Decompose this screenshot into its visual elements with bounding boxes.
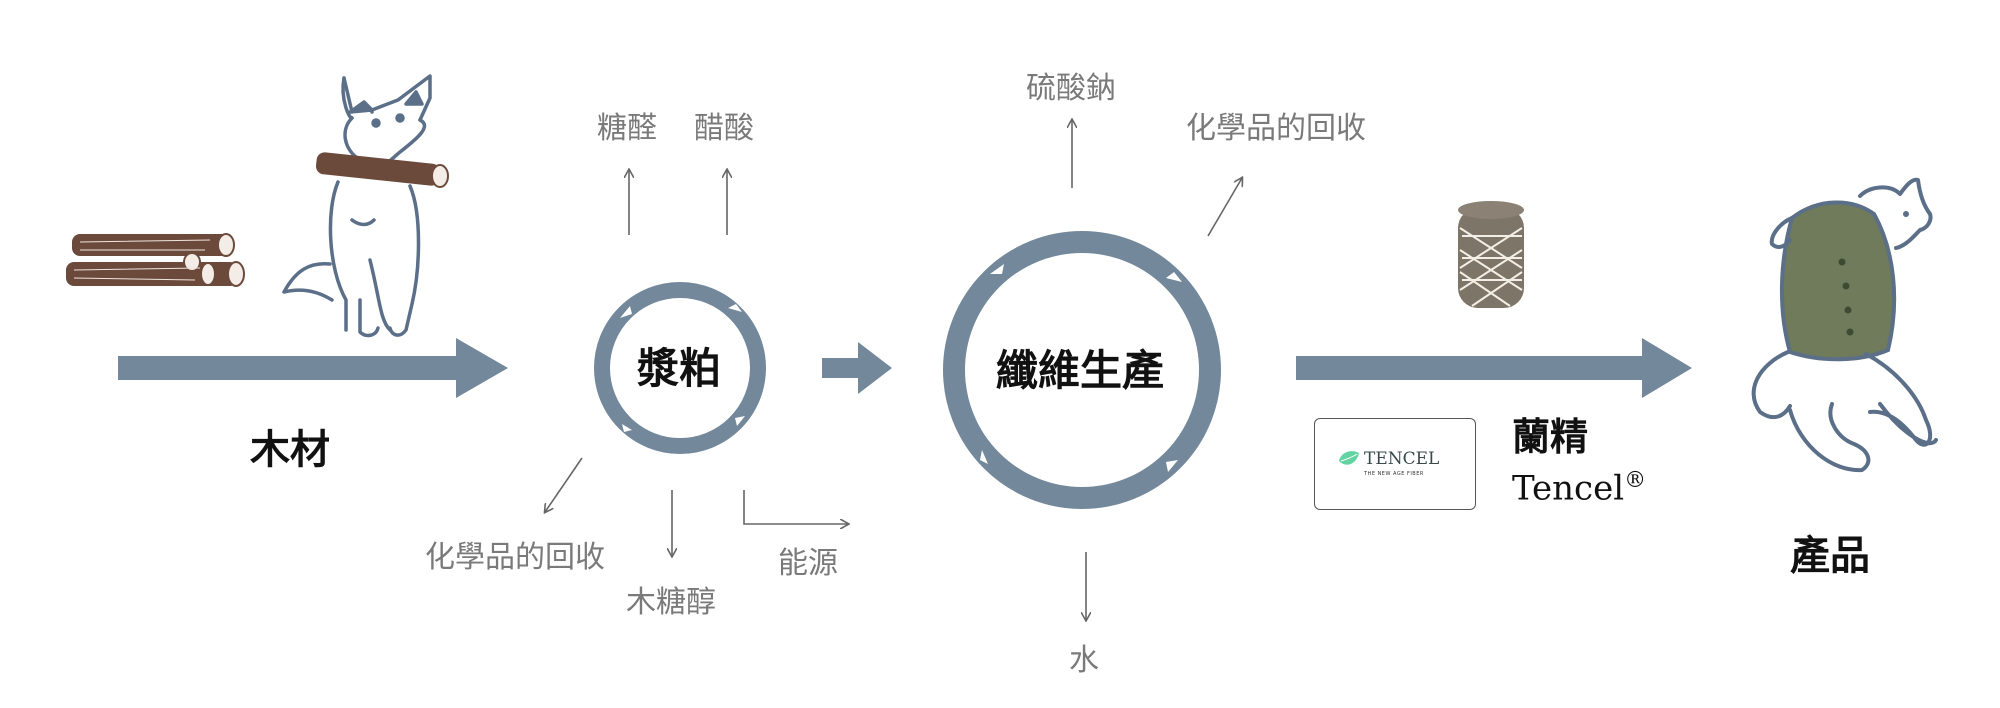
label-pulp: 漿粕	[637, 344, 722, 393]
wood-logs-icon	[66, 233, 245, 287]
label-water: 水	[1069, 643, 1099, 678]
brand-english-name: Tencel®	[1512, 468, 1647, 509]
registered-mark: ®	[1624, 468, 1647, 493]
flow-arrow-pulp-to-fiber	[822, 342, 892, 394]
label-acetic-acid: 醋酸	[694, 111, 754, 146]
logo-tagline: THE NEW AGE FIBER	[1364, 471, 1424, 477]
tencel-logo: TENCEL THE NEW AGE FIBER	[1314, 418, 1476, 510]
brand-chinese-name: 蘭精	[1512, 414, 1589, 459]
label-fiber-production: 纖維生產	[996, 346, 1165, 395]
label-furfural: 糖醛	[597, 111, 657, 146]
logo-wordmark: TENCEL	[1364, 449, 1440, 469]
yarn-spool-icon	[1458, 201, 1524, 308]
stick-in-mouth	[315, 152, 449, 188]
pulp-ring	[594, 282, 766, 454]
dog-with-stick-icon	[282, 74, 432, 338]
fiber-ring	[943, 231, 1221, 509]
flow-arrow-fiber-to-product	[1296, 338, 1692, 398]
dog-in-vest-icon	[1751, 177, 1938, 473]
label-xylitol: 木糖醇	[626, 585, 716, 620]
label-energy: 能源	[778, 546, 838, 581]
label-sodium-sulfate: 硫酸鈉	[1026, 71, 1116, 106]
arrow-fiber-chem-recovery	[1207, 178, 1242, 237]
label-pulp-chem-recovery: 化學品的回收	[425, 540, 605, 575]
label-wood: 木材	[250, 426, 330, 473]
label-product: 產品	[1790, 532, 1870, 579]
brand-english-word: Tencel	[1512, 468, 1625, 509]
label-fiber-chem-recovery: 化學品的回收	[1186, 111, 1366, 146]
flow-arrow-wood-to-pulp	[118, 338, 508, 398]
leaf-icon	[1339, 451, 1359, 465]
arrow-pulp-chem-recovery	[545, 457, 583, 512]
arrow-energy	[743, 490, 848, 524]
